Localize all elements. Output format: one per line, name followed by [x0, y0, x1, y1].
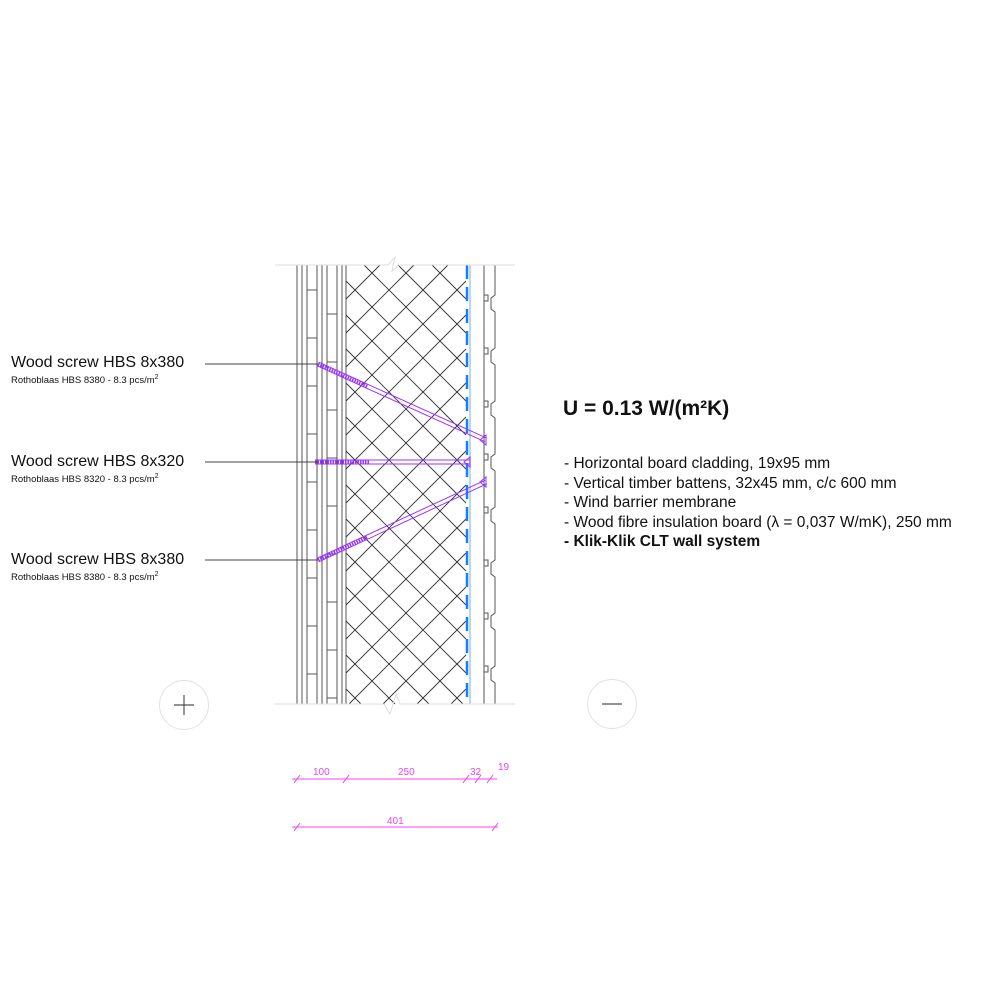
- hatch-line: [363, 264, 467, 368]
- u-value-title: U = 0.13 W/(m²K): [563, 397, 730, 420]
- cladding-tongue: [484, 400, 489, 408]
- hatch-line: [345, 654, 396, 705]
- layer-item: - Horizontal board cladding, 19x95 mm: [564, 455, 831, 472]
- hatch-line: [345, 416, 467, 538]
- hatch-line: [382, 620, 467, 705]
- clt-wall-layer: [296, 265, 347, 704]
- screw-label-3-title: Wood screw HBS 8x380: [11, 551, 185, 568]
- minus-icon: [602, 703, 622, 705]
- hatch-line: [345, 586, 464, 705]
- layer-item: - Vertical timber battens, 32x45 mm, c/c…: [564, 474, 897, 492]
- dim-total: 401: [387, 816, 404, 827]
- screw-head: [479, 475, 487, 489]
- dim-tick: [462, 774, 470, 784]
- screw-thread: [317, 535, 369, 562]
- hatch-line: [345, 552, 467, 674]
- screw-2: [315, 455, 471, 469]
- dim-tick: [491, 822, 499, 832]
- cladding-tongue: [484, 612, 489, 620]
- subtitle-text: Rothoblaas HBS 8380 - 8.3 pcs/m: [11, 572, 155, 584]
- dim-tick: [486, 774, 494, 784]
- hatch-line: [345, 264, 449, 368]
- dim-clt: 100: [313, 767, 330, 778]
- layer-item-bold: - Klik-Klik CLT wall system: [564, 533, 761, 550]
- screw-label-2-title: Wood screw HBS 8x320: [11, 453, 185, 470]
- hatch-line: [431, 264, 467, 300]
- screw-label-1-subtitle: Rothoblaas HBS 8380 - 8.3 pcs/m2: [11, 374, 159, 386]
- superscript: 2: [154, 473, 159, 480]
- zoom-out-button[interactable]: [587, 679, 637, 729]
- wind-barrier-membrane: [465, 265, 471, 704]
- dim-cladding: 19: [498, 762, 510, 773]
- superscript: 2: [154, 571, 159, 578]
- screw-label-1-title: Wood screw HBS 8x380: [11, 354, 185, 371]
- screw-shank: [316, 365, 486, 443]
- subtitle-text: Rothoblaas HBS 8320 - 8.3 pcs/m: [11, 474, 155, 486]
- screw-3: [316, 475, 488, 563]
- hatch-line: [345, 450, 467, 572]
- hatch-line: [348, 586, 467, 705]
- cladding-tongue: [484, 506, 489, 514]
- screws: [315, 361, 488, 563]
- hatch-line: [345, 484, 467, 606]
- screw-shank: [318, 361, 488, 439]
- cladding-profile: [490, 265, 496, 704]
- hatch-line: [345, 382, 467, 504]
- cladding-tongue: [484, 294, 489, 302]
- hatch-line: [345, 264, 415, 334]
- dim-tick: [293, 774, 301, 784]
- cladding-tongue: [484, 665, 489, 673]
- bottom-break-line: [275, 692, 515, 716]
- hatch-line: [450, 688, 467, 705]
- dim-battens: 32: [470, 767, 482, 778]
- hatch-line: [345, 348, 467, 470]
- dim-insulation: 250: [398, 767, 415, 778]
- plus-icon: [174, 695, 194, 715]
- screw-label-3-subtitle: Rothoblaas HBS 8380 - 8.3 pcs/m2: [11, 571, 159, 583]
- hatch-line: [345, 620, 430, 705]
- screw-thread: [317, 362, 369, 389]
- dim-tick: [342, 774, 350, 784]
- hatch-line: [345, 264, 381, 300]
- dim-tick: [474, 774, 482, 784]
- dimension-lines: [292, 774, 499, 832]
- dim-tick: [293, 822, 301, 832]
- subtitle-text: Rothoblaas HBS 8380 - 8.3 pcs/m: [11, 375, 155, 387]
- layer-item: - Wood fibre insulation board (λ = 0,037…: [564, 513, 952, 531]
- cladding-tongue: [484, 347, 489, 355]
- screw-head: [463, 455, 471, 469]
- top-break-line: [275, 255, 515, 273]
- layer-item: - Wind barrier membrane: [564, 494, 737, 511]
- screw-head: [479, 433, 487, 447]
- section-boundary-lines: [275, 255, 515, 716]
- cladding-layer: [483, 265, 496, 704]
- hatch-line: [416, 654, 467, 705]
- insulation-layer: [345, 264, 467, 705]
- screw-1: [316, 361, 488, 447]
- screw-label-2-subtitle: Rothoblaas HBS 8320 - 8.3 pcs/m2: [11, 473, 159, 485]
- cladding-tongue: [484, 453, 489, 461]
- zoom-in-button[interactable]: [159, 680, 209, 730]
- screw-shank: [318, 483, 488, 563]
- hatch-line: [345, 518, 467, 640]
- hatch-line: [345, 280, 467, 402]
- leader-lines: [205, 363, 318, 561]
- layer-list: - Horizontal board cladding, 19x95 mm - …: [564, 454, 952, 552]
- cladding-tongue: [484, 559, 489, 567]
- hatch-line: [345, 314, 467, 436]
- hatch-line: [397, 264, 467, 334]
- hatch-line: [345, 688, 362, 705]
- superscript: 2: [154, 374, 159, 381]
